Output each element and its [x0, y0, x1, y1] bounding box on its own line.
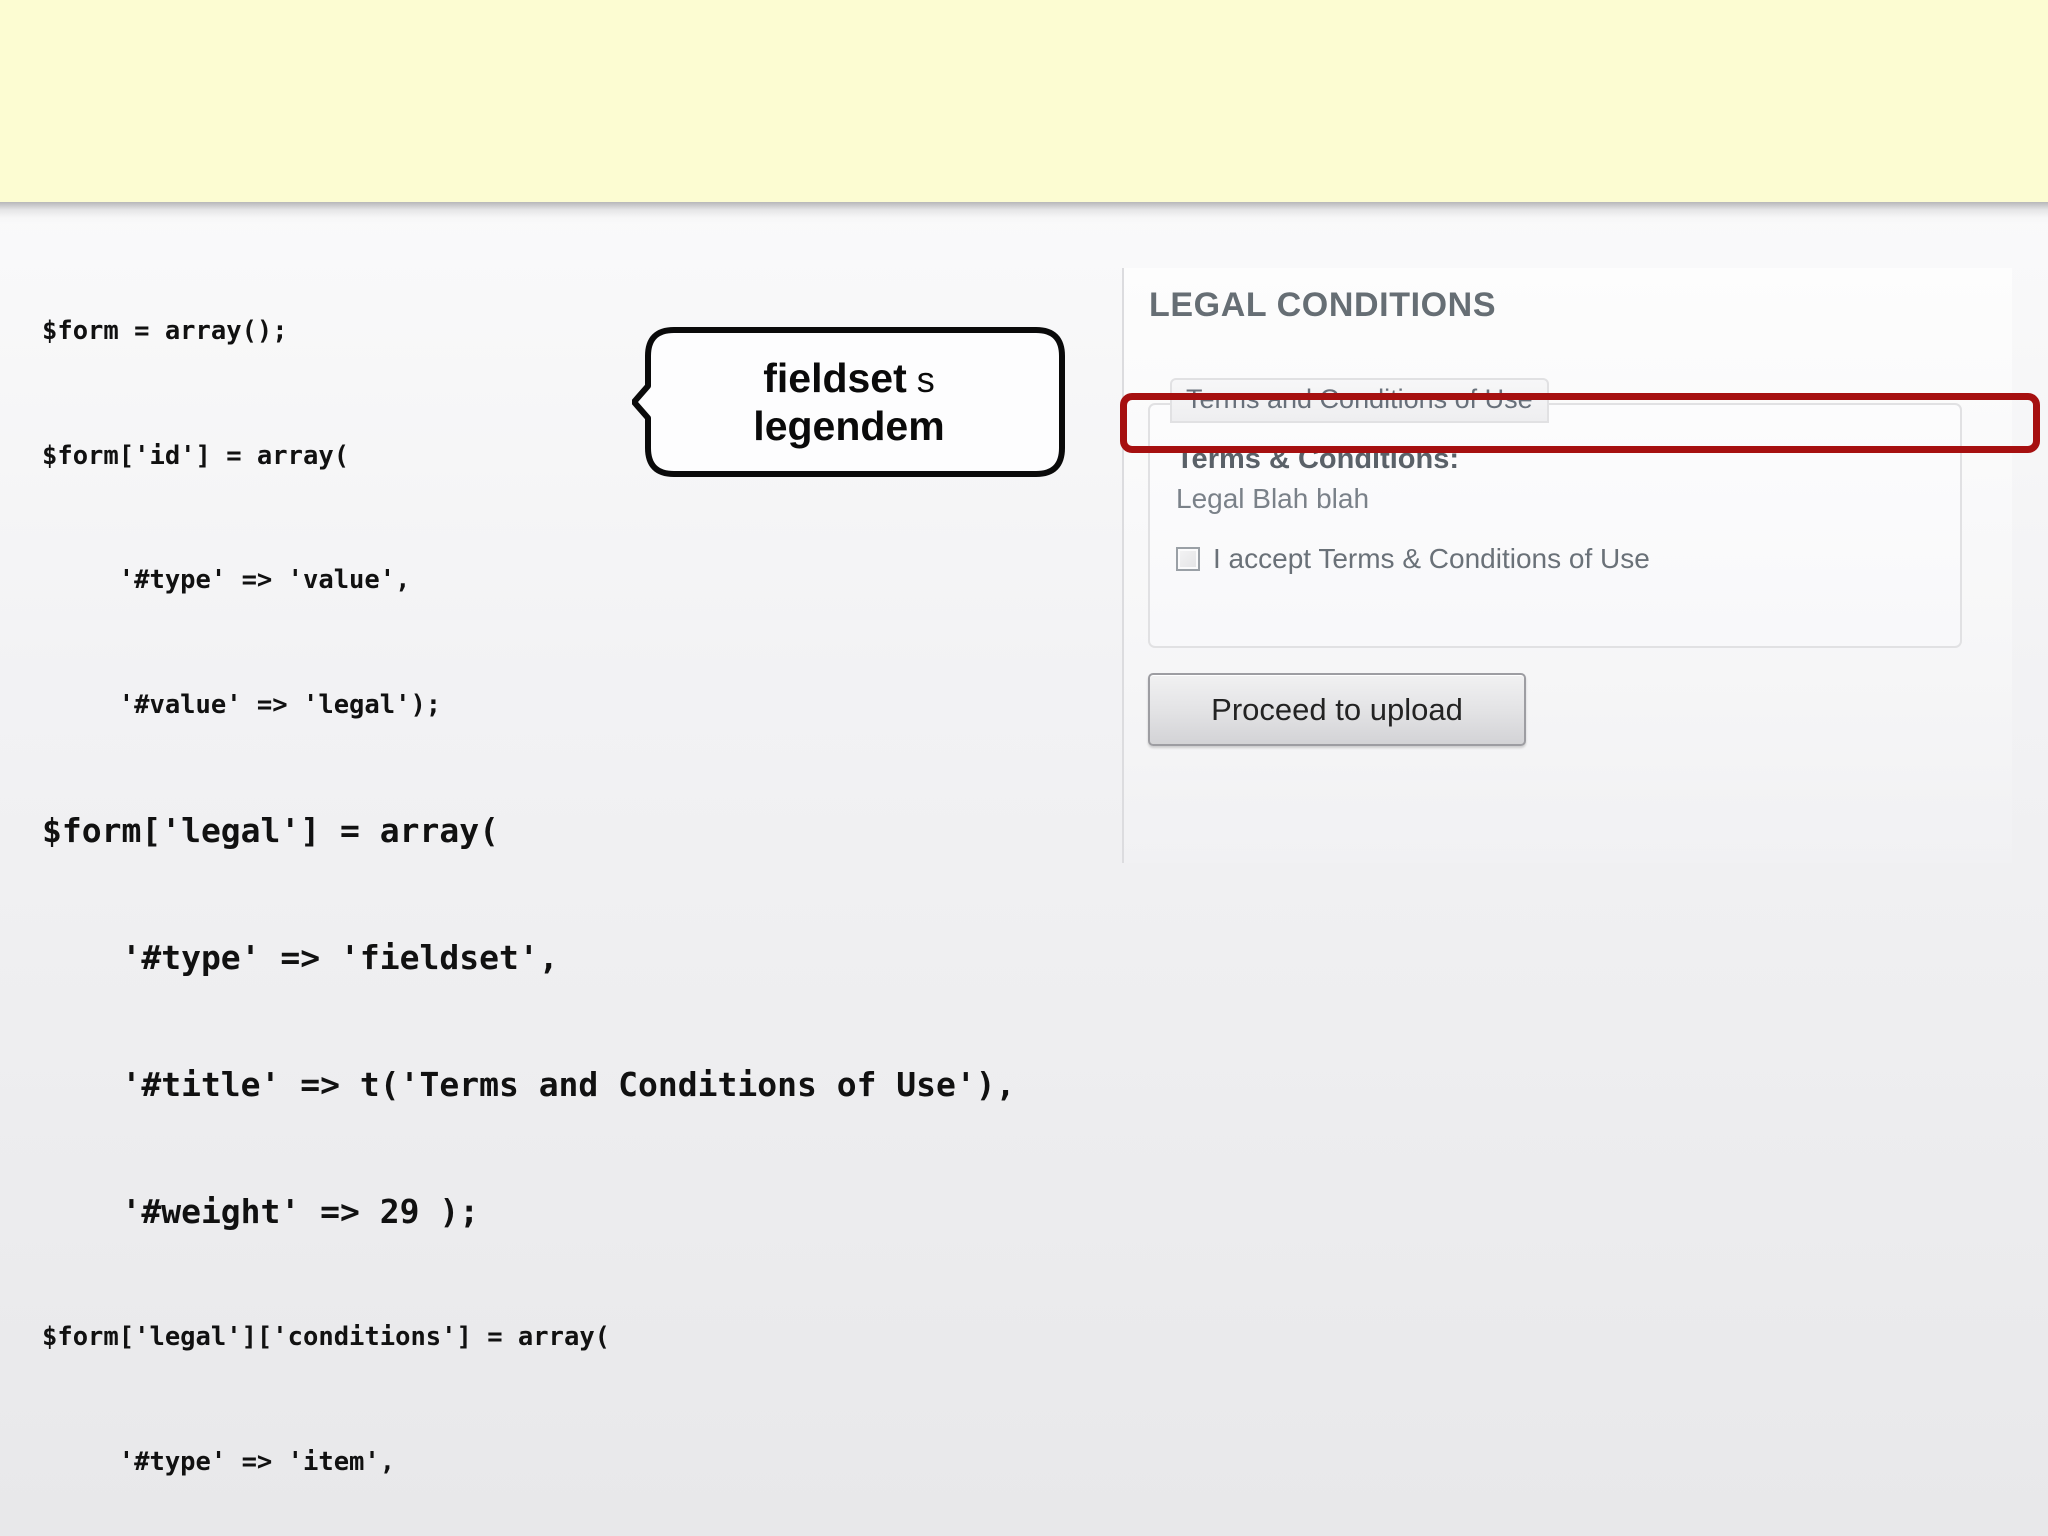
- title-banner-shadow: [0, 202, 2048, 224]
- code-line: $form['id'] = array(: [42, 440, 350, 471]
- checkbox-icon[interactable]: [1176, 547, 1200, 571]
- code-line: $form['legal'] = array(: [42, 811, 499, 850]
- callout-bubble-shape: [632, 327, 1065, 477]
- form-preview-panel: LEGAL CONDITIONS Terms and Conditions of…: [1122, 268, 2012, 863]
- proceed-to-upload-button[interactable]: Proceed to upload: [1148, 673, 1526, 746]
- legal-fieldset: Terms and Conditions of Use Terms & Cond…: [1148, 378, 1962, 648]
- callout-bubble: fieldset s legendem: [632, 316, 1066, 488]
- title-banner: [0, 0, 2048, 202]
- code-line: '#value' => 'legal');: [42, 689, 442, 720]
- code-line: '#type' => 'item',: [42, 1446, 396, 1477]
- code-line: '#title' => t('Terms and Conditions of U…: [42, 1065, 1016, 1104]
- terms-conditions-title: Terms & Conditions:: [1176, 443, 1460, 475]
- code-line: '#type' => 'value',: [42, 565, 411, 595]
- accept-terms-label: I accept Terms & Conditions of Use: [1213, 543, 1650, 574]
- code-line: '#weight' => 29 );: [42, 1192, 480, 1231]
- terms-conditions-value: Legal Blah blah: [1176, 483, 1370, 514]
- fieldset-legend: Terms and Conditions of Use: [1170, 378, 1549, 423]
- code-line: '#type' => 'fieldset',: [42, 938, 559, 977]
- code-line: $form = array();: [42, 316, 288, 346]
- code-block: $form = array(); $form['id'] = array( '#…: [42, 228, 1162, 1536]
- code-line: $form['legal']['conditions'] = array(: [42, 1322, 611, 1352]
- accept-terms-row[interactable]: I accept Terms & Conditions of Use: [1176, 543, 1650, 575]
- preview-heading: LEGAL CONDITIONS: [1149, 286, 1497, 324]
